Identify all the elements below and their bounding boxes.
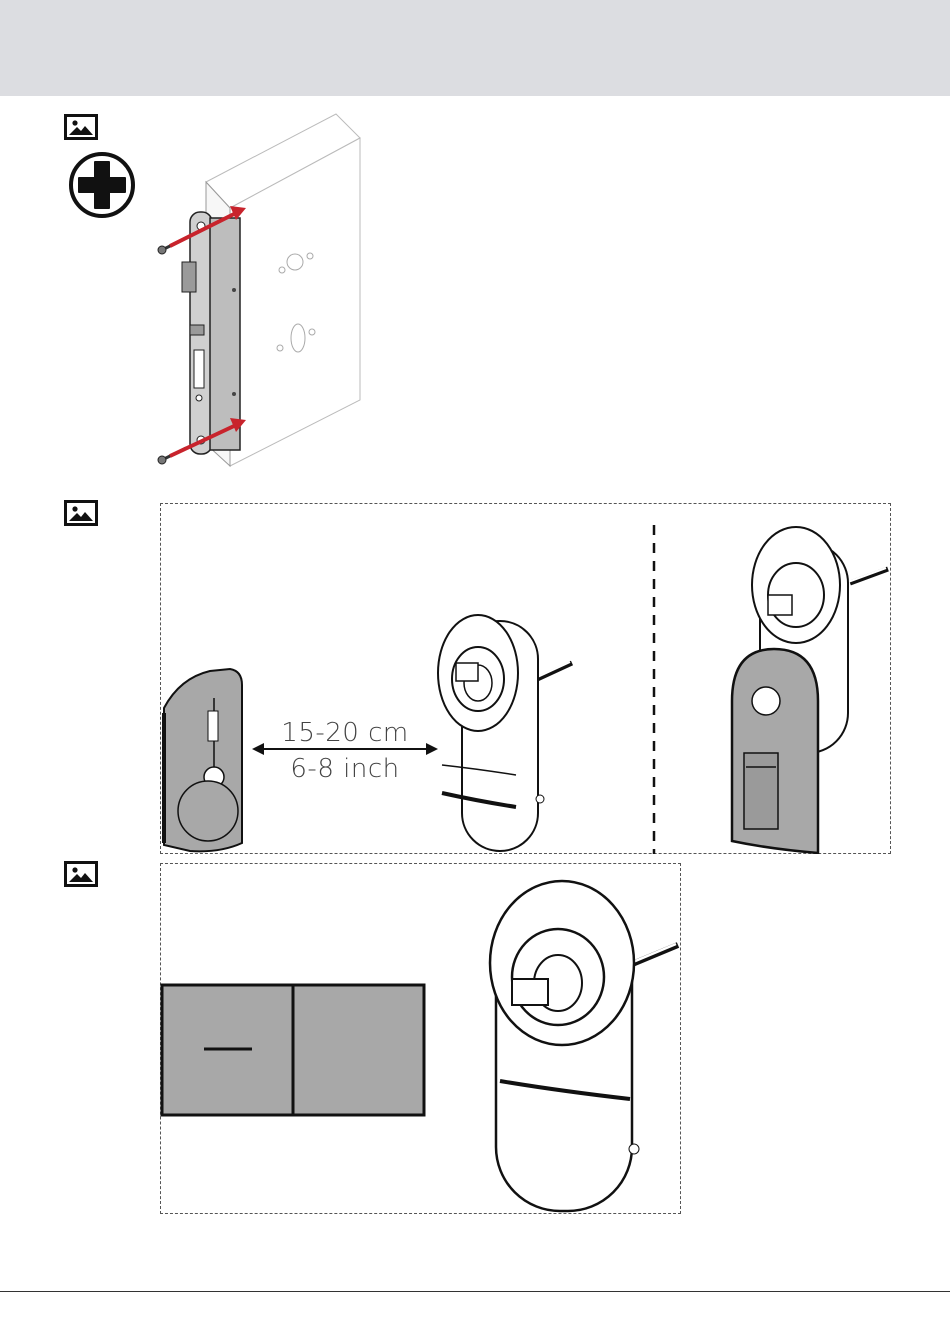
header-band <box>0 0 950 96</box>
image-icon <box>64 861 98 887</box>
footer-rule <box>0 1291 950 1292</box>
mortise-lock-illustration <box>150 110 370 475</box>
distance-imperial-label: 6-8 inch <box>262 754 428 784</box>
card-reader-distance-illustration <box>160 503 891 854</box>
image-icon <box>64 114 98 140</box>
image-icon <box>64 500 98 526</box>
phillips-screwdriver-icon <box>68 151 136 219</box>
distance-metric-label: 15-20 cm <box>262 718 428 748</box>
lock-module-illustration <box>160 863 681 1214</box>
